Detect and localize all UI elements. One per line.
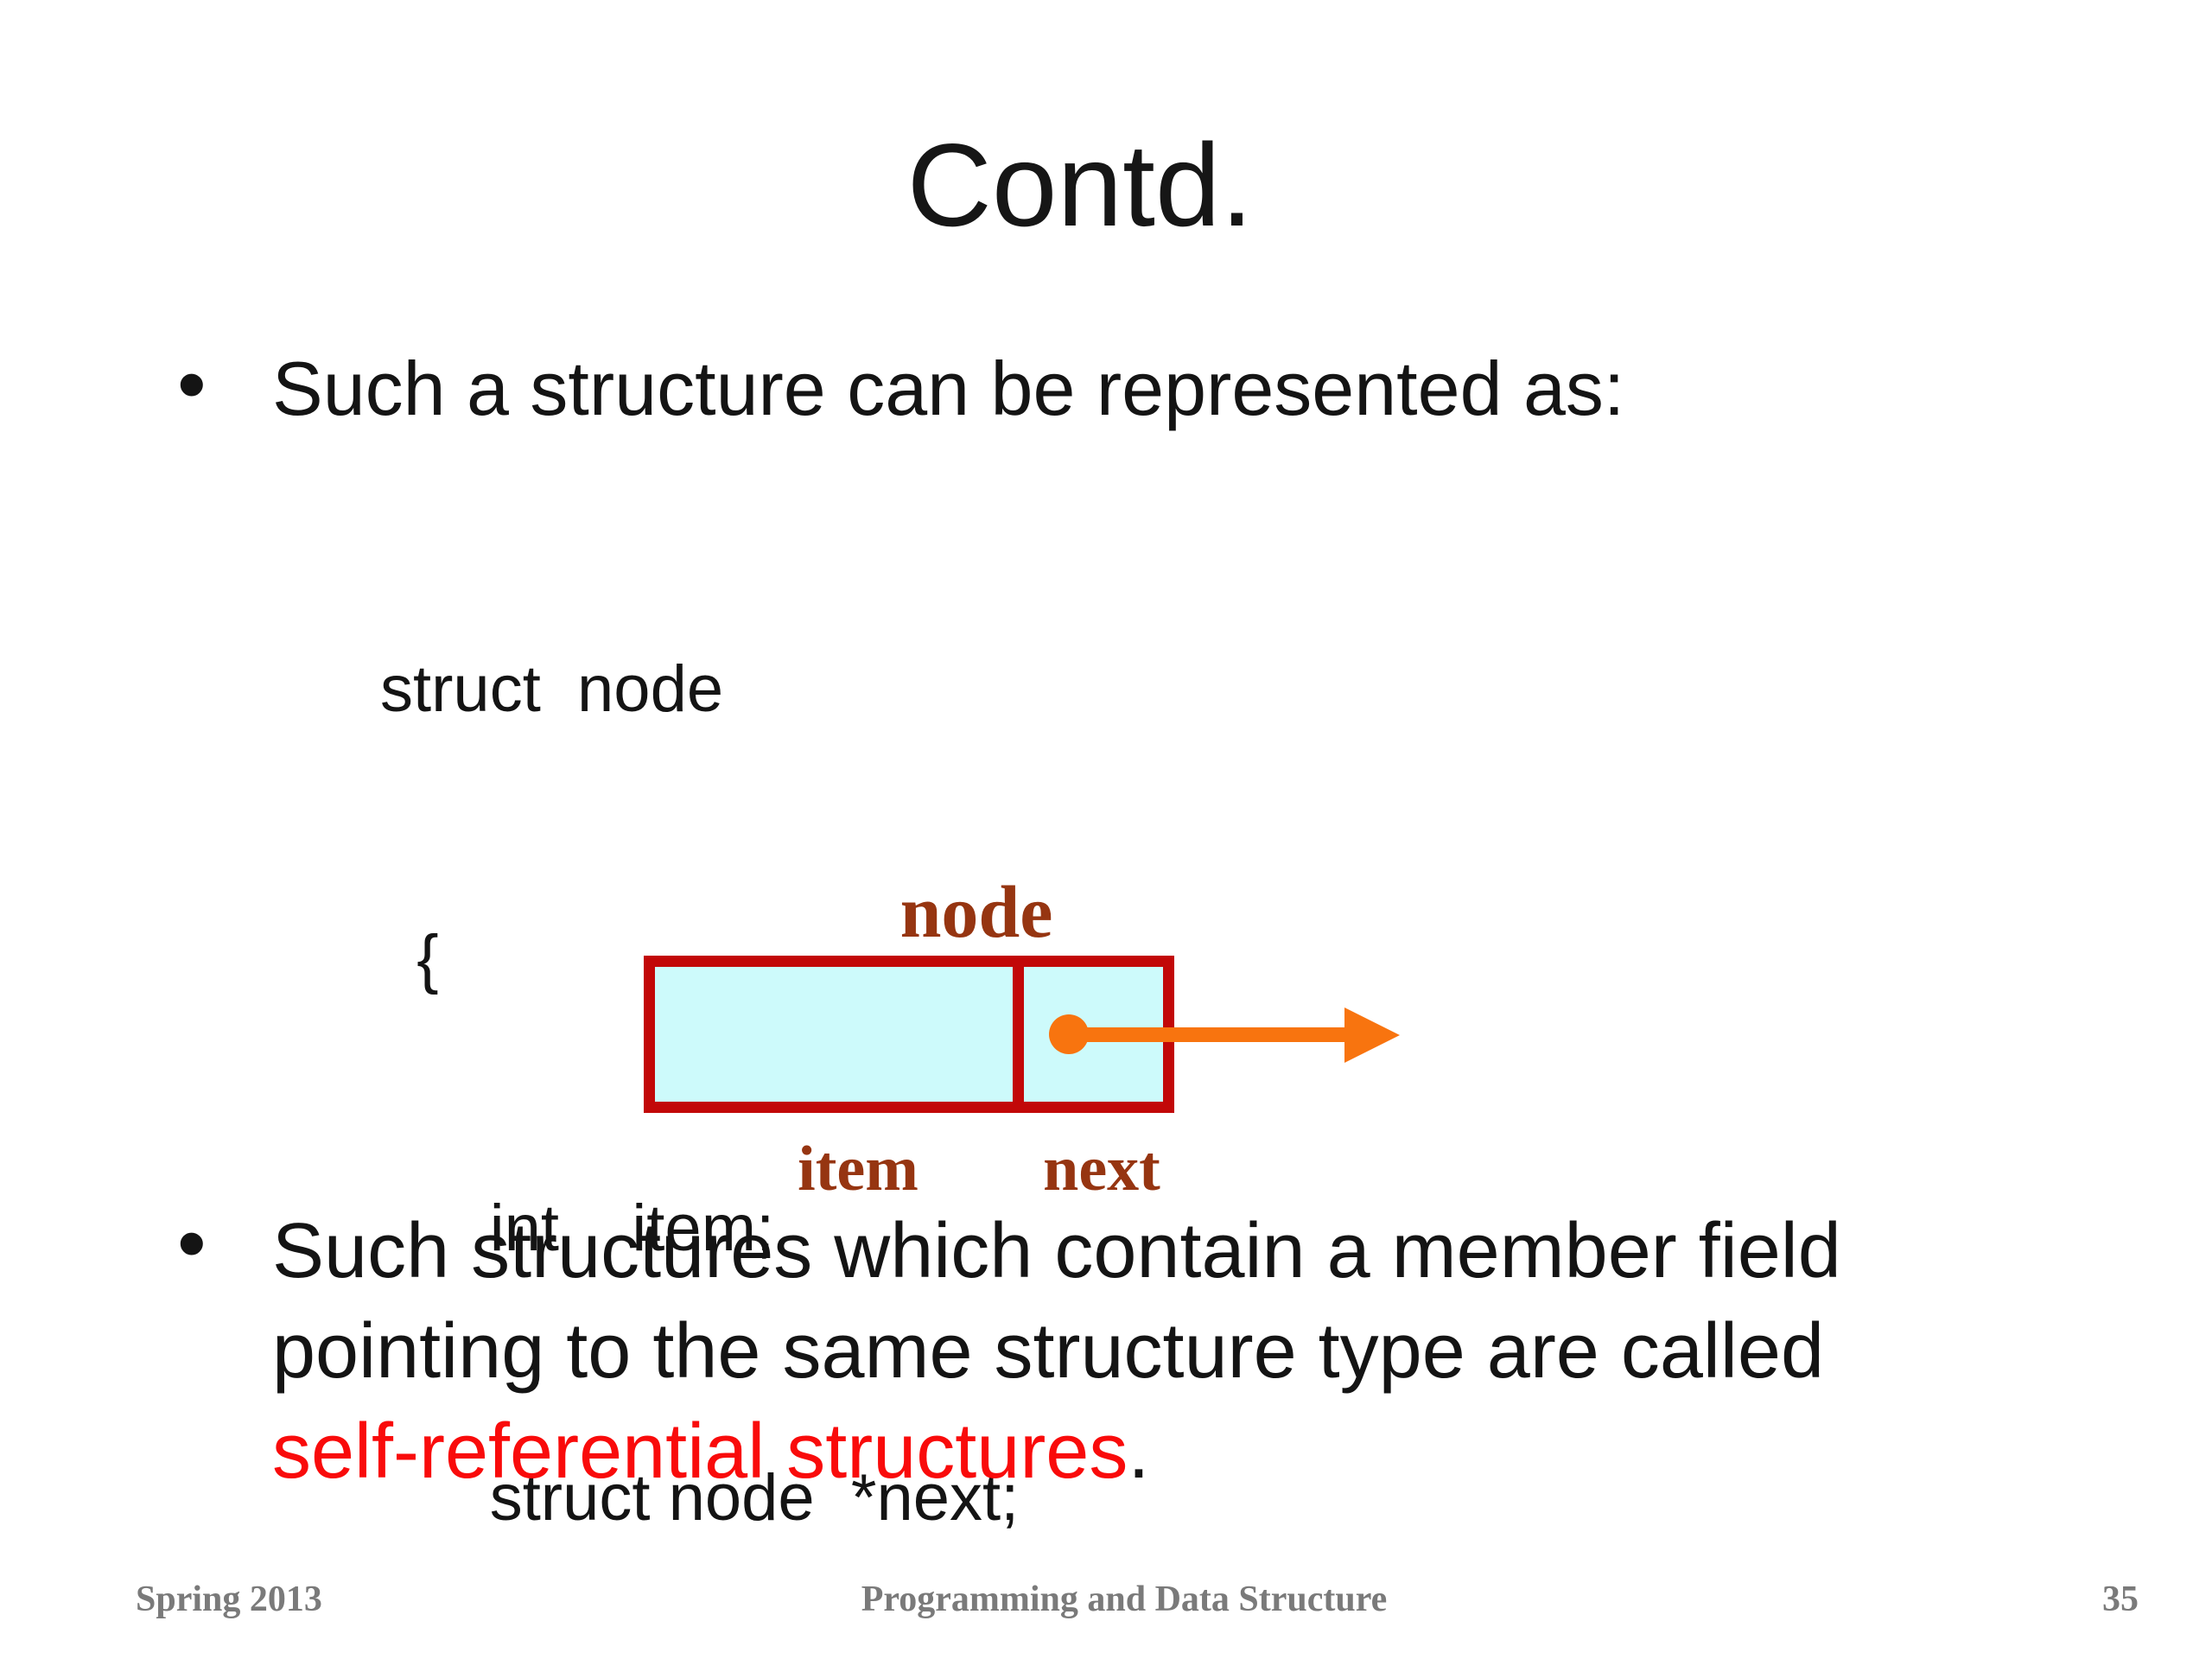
code-line-3: int item;: [380, 1192, 775, 1265]
pointer-arrow-head-icon: [1344, 1007, 1400, 1063]
bullet2-line3: self-referential structures.: [272, 1402, 1841, 1502]
bullet1-text: Such a structure can be represented as:: [272, 346, 1625, 431]
highlight-term: self-referential structures: [272, 1408, 1128, 1495]
bullet2-line2: pointing to the same structure type are …: [272, 1308, 1825, 1395]
code-block: struct node { int item; struct node *nex…: [380, 465, 1019, 1659]
slide-title: Contd.: [906, 119, 1254, 251]
node-struct-label: node: [899, 870, 1053, 953]
code-line-2: {: [380, 922, 439, 995]
code-line-4: struct node *next;: [380, 1461, 1020, 1535]
item-cell-label: item: [798, 1134, 918, 1205]
bullet2-line1: Such structures which contain a member f…: [272, 1208, 1841, 1294]
footer-course-title: Programming and Data Structure: [861, 1580, 1388, 1619]
footer-semester: Spring 2013: [136, 1580, 322, 1619]
sentence-period: .: [1128, 1408, 1150, 1495]
footer-page-number: 35: [2102, 1580, 2139, 1619]
bullet1-marker: •: [177, 338, 207, 430]
pointer-arrow-shaft: [1078, 1027, 1357, 1042]
bullet2-text: Such structures which contain a member f…: [272, 1201, 1841, 1502]
code-line-1: struct node: [380, 652, 724, 726]
bullet2-marker: •: [177, 1197, 207, 1289]
next-cell-label: next: [1043, 1134, 1160, 1205]
node-box-divider: [1013, 965, 1024, 1103]
